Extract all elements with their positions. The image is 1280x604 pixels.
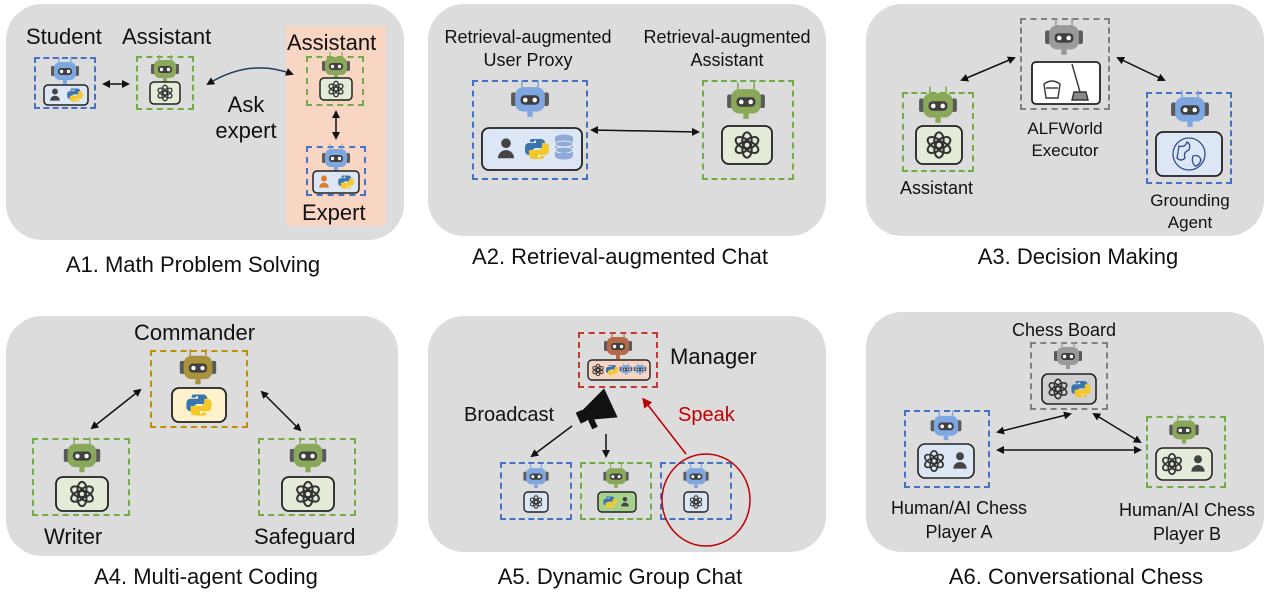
chess-board-label: Chess Board — [1012, 320, 1117, 340]
broadcast-label: Broadcast — [464, 404, 555, 426]
a5-agent-3-box — [660, 462, 732, 520]
chess-board-agent-box — [1030, 342, 1108, 410]
user-proxy-agent-box — [472, 80, 588, 180]
safeguard-label: Safeguard — [254, 524, 356, 549]
a3-assistant-agent-box — [902, 92, 974, 172]
expert-label: Expert — [302, 200, 366, 225]
grounding-label: Grounding Agent — [1150, 191, 1230, 232]
a3-assistant-label: Assistant — [900, 178, 974, 198]
ask-expert-label: Ask expert — [215, 92, 277, 143]
commander-label: Commander — [134, 320, 256, 345]
executor-agent-box — [1020, 18, 1110, 110]
user-proxy-label: Retrieval-augmented User Proxy — [444, 27, 612, 70]
assistant2-agent-box — [306, 56, 364, 106]
writer-label: Writer — [44, 524, 103, 549]
executor-label: ALFWorld Executor — [1027, 119, 1103, 160]
writer-agent-box — [32, 438, 130, 516]
assistant-agent-box — [136, 56, 194, 110]
player-a-agent-box — [904, 410, 990, 488]
player-a-label: Human/AI Chess Player A — [890, 498, 1028, 542]
safeguard-agent-box — [258, 438, 356, 516]
speak-label: Speak — [678, 404, 735, 426]
student-agent-box — [34, 57, 96, 109]
caption-a6: A6. Conversational Chess — [948, 564, 1204, 589]
manager-agent-box — [578, 332, 658, 388]
student-label: Student — [26, 24, 102, 49]
caption-a1: A1. Math Problem Solving — [65, 252, 321, 277]
a5-agent-2-box — [580, 462, 652, 520]
rag-assistant-agent-box — [702, 80, 794, 180]
rag-assistant-label: Retrieval-augmented Assistant — [643, 27, 811, 70]
player-b-label: Human/AI Chess Player B — [1118, 500, 1256, 544]
caption-a4: A4. Multi-agent Coding — [94, 564, 318, 589]
caption-a3: A3. Decision Making — [977, 244, 1179, 269]
commander-agent-box — [150, 350, 248, 428]
player-b-agent-box — [1146, 416, 1226, 488]
expert-agent-box — [306, 146, 366, 196]
panel-a2 — [428, 4, 826, 236]
caption-a2: A2. Retrieval-augmented Chat — [472, 244, 768, 269]
assistant-label: Assistant — [122, 24, 212, 49]
a5-agent-1-box — [500, 462, 572, 520]
assistant2-label: Assistant — [287, 30, 377, 55]
grounding-agent-box — [1146, 92, 1232, 184]
manager-label: Manager — [670, 344, 757, 369]
caption-a5: A5. Dynamic Group Chat — [497, 564, 743, 589]
